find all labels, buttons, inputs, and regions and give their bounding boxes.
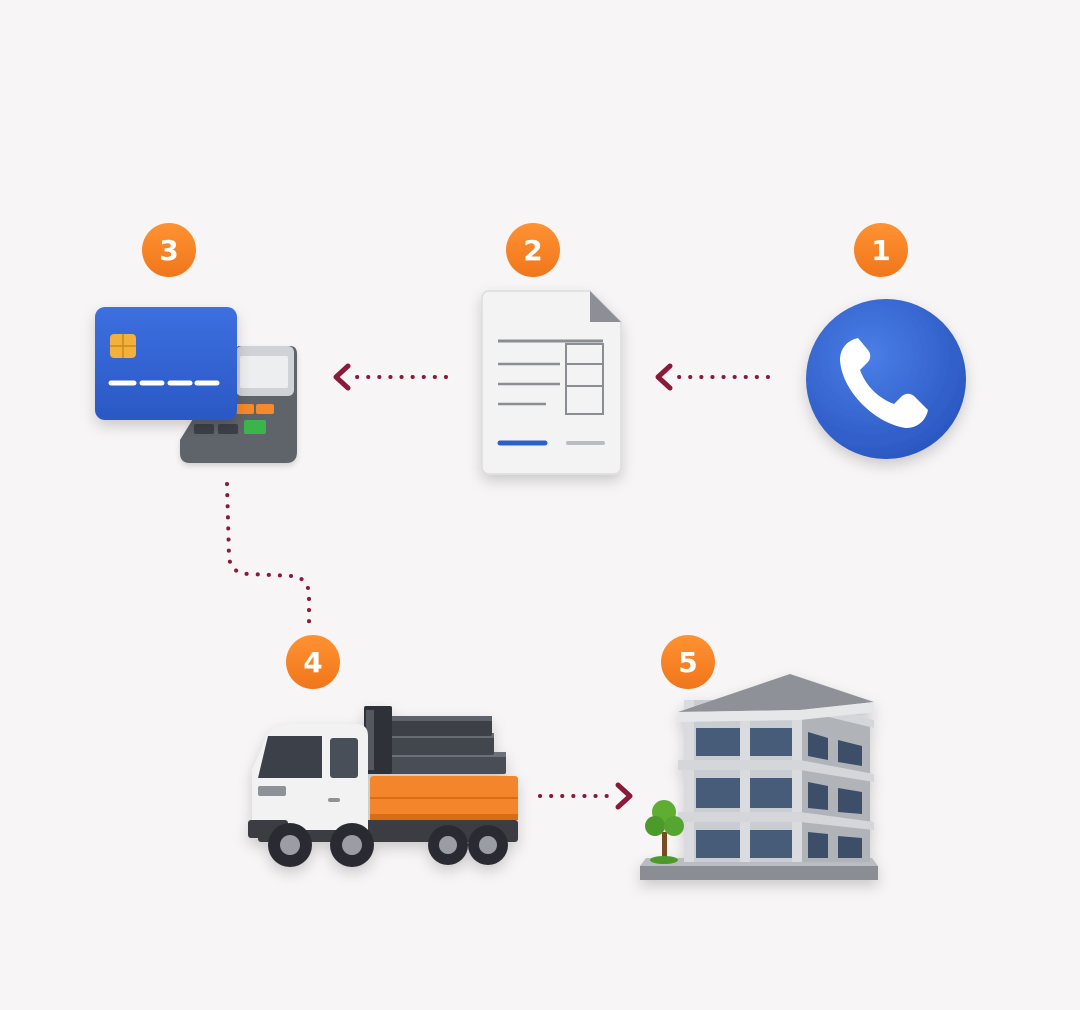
step-3: 3	[95, 223, 297, 463]
tree-icon	[645, 800, 684, 864]
step-badge-5: 5	[661, 635, 715, 689]
step-number-5: 5	[678, 646, 697, 679]
step-badge-4: 4	[286, 635, 340, 689]
step-number-3: 3	[159, 234, 178, 267]
step-number-1: 1	[871, 234, 890, 267]
step-5: 5	[640, 635, 878, 880]
step-badge-1: 1	[854, 223, 908, 277]
building-icon	[640, 674, 878, 880]
connector-2-to-3	[333, 363, 448, 391]
step-number-2: 2	[523, 234, 542, 267]
step-badge-2: 2	[506, 223, 560, 277]
step-1: 1	[806, 223, 966, 459]
credit-card-icon	[95, 307, 237, 420]
truck-wheels	[268, 823, 508, 867]
connector-1-to-2	[655, 363, 770, 391]
credit-card-payment-terminal-icon	[95, 307, 297, 463]
step-badge-3: 3	[142, 223, 196, 277]
step-4: 4	[248, 635, 518, 867]
step-2: 2	[481, 223, 622, 475]
steel-beams-icon	[364, 706, 506, 774]
connector-4-to-5	[538, 782, 633, 810]
payment-terminal-icon	[180, 346, 297, 463]
step-number-4: 4	[303, 646, 322, 679]
phone-call-icon	[806, 299, 966, 459]
connector-3-to-4	[225, 482, 311, 624]
invoice-document-icon	[481, 290, 622, 475]
delivery-truck-with-steel-beams-icon	[248, 706, 518, 867]
